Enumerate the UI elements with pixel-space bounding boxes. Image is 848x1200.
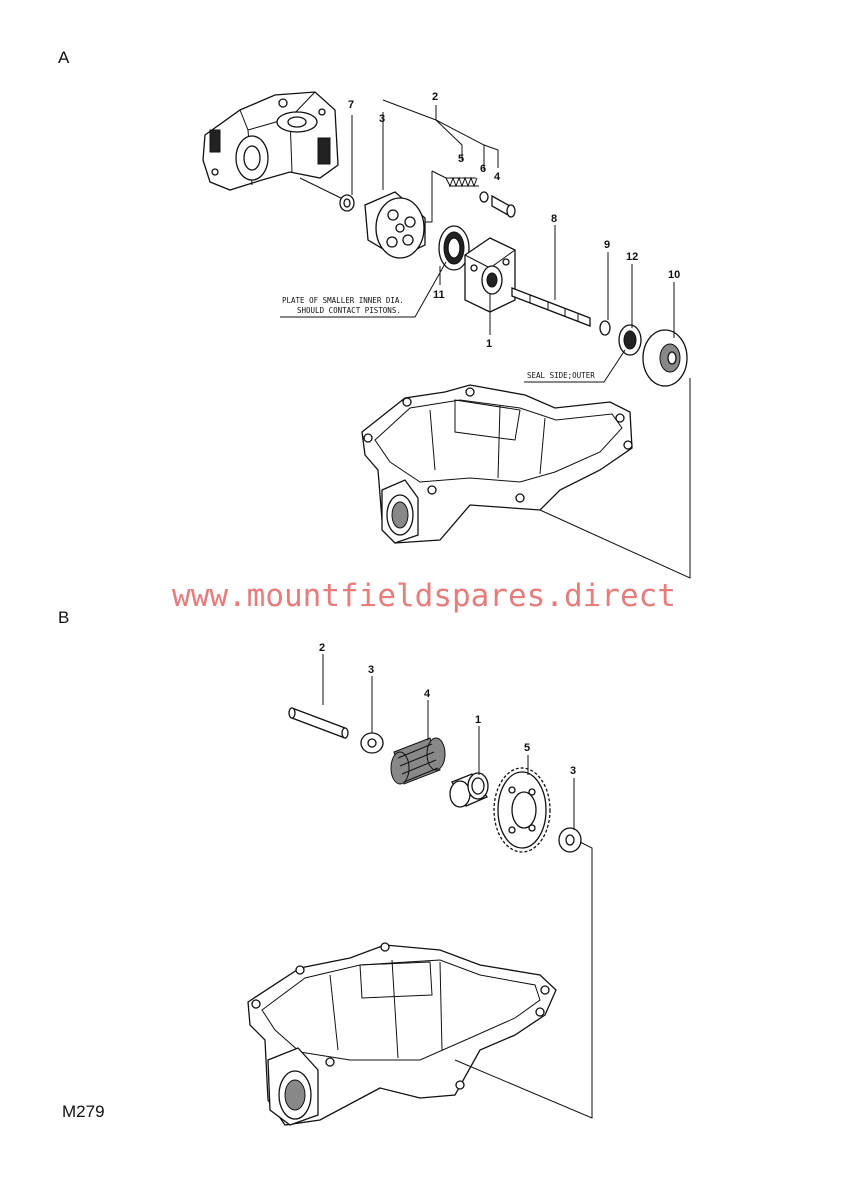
piston-4 xyxy=(491,194,516,218)
transmission-housing-b xyxy=(247,942,557,1126)
note-plate-line2: SHOULD CONTACT PISTONS. xyxy=(297,306,401,315)
bearing-12 xyxy=(618,324,642,356)
callout-a-1: 1 xyxy=(486,338,492,350)
cylinder-block-3 xyxy=(364,191,426,259)
callout-a-12: 12 xyxy=(626,251,638,263)
pinion-4 xyxy=(390,737,446,785)
callout-a-5: 5 xyxy=(458,153,464,165)
section-a-drawing: 7 3 2 5 6 4 8 9 12 10 11 1 PLATE OF SMAL… xyxy=(202,91,691,579)
callout-a-8: 8 xyxy=(551,213,557,225)
gear-5 xyxy=(493,767,551,853)
callout-b-3-right: 3 xyxy=(570,765,576,777)
thrust-plate-11 xyxy=(438,225,470,271)
gear-10 xyxy=(642,329,688,387)
callout-a-9: 9 xyxy=(604,239,610,251)
pump-housing xyxy=(202,91,339,191)
piston-spring-5 xyxy=(445,176,479,188)
callout-a-7: 7 xyxy=(348,99,354,111)
callout-b-5: 5 xyxy=(524,742,530,754)
pin-2 xyxy=(288,707,349,739)
section-b-drawing: 2 3 4 1 5 3 xyxy=(247,642,593,1126)
callout-a-4: 4 xyxy=(494,171,501,183)
washer-3-left xyxy=(360,732,384,754)
callout-b-3-left: 3 xyxy=(368,664,374,676)
section-b-letter: B xyxy=(58,608,70,627)
callout-a-2: 2 xyxy=(432,91,438,103)
watermark-url: www.mountfieldspares.direct xyxy=(172,578,676,614)
washer-3-right xyxy=(558,827,582,853)
callout-a-10: 10 xyxy=(668,269,680,281)
callout-b-4: 4 xyxy=(424,688,431,700)
transmission-housing-a xyxy=(361,384,633,544)
bracket-1 xyxy=(464,237,516,313)
bush-1 xyxy=(449,772,489,808)
note-plate-line1: PLATE OF SMALLER INNER DIA. xyxy=(282,296,404,305)
circlip-9 xyxy=(599,320,611,336)
callout-a-6: 6 xyxy=(480,163,486,175)
callout-b-1: 1 xyxy=(475,714,481,726)
callout-b-2: 2 xyxy=(319,642,325,654)
shaft-8 xyxy=(511,287,591,327)
ring-6 xyxy=(479,191,489,203)
callout-a-11: 11 xyxy=(433,289,445,301)
note-seal-side: SEAL SIDE;OUTER xyxy=(527,371,595,380)
callout-a-3: 3 xyxy=(379,113,385,125)
figure-id: M279 xyxy=(62,1102,105,1121)
section-a-letter: A xyxy=(58,48,70,67)
